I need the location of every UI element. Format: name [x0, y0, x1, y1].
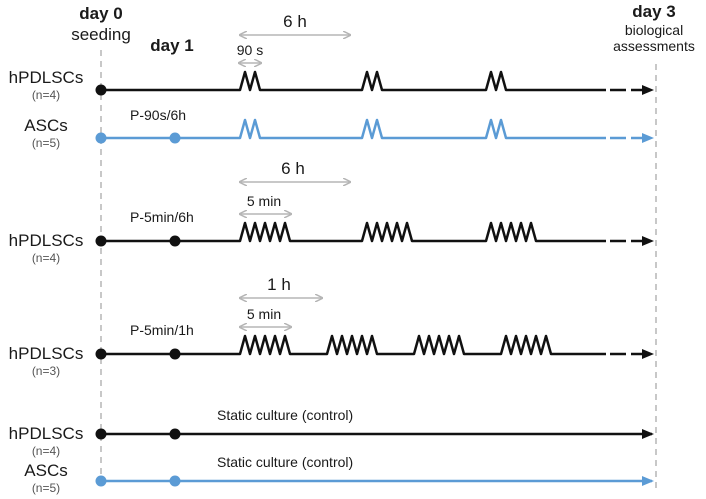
interval-label: 6 h	[283, 12, 307, 31]
sample-size-label: (n=5)	[32, 136, 60, 150]
interval-6h-row1: 6 h	[240, 12, 350, 35]
day0-point	[95, 348, 107, 360]
protocol-label: P-5min/6h	[130, 209, 194, 225]
day0-sublabel: seeding	[71, 25, 131, 44]
cell-type-label: ASCs	[24, 461, 67, 480]
protocol-label: P-5min/1h	[130, 322, 194, 338]
timeline-row-5: hPDLSCs (n=4) Static culture (control)	[9, 407, 654, 458]
interval-1h-row4: 1 h	[240, 275, 322, 298]
day1-point	[169, 428, 181, 440]
timeline-row-1: hPDLSCs (n=4)	[9, 68, 654, 102]
day0-point	[95, 132, 107, 144]
interval-5min-row3: 5 min	[240, 193, 291, 214]
cell-type-label: hPDLSCs	[9, 424, 84, 443]
timeline-row-3: hPDLSCs (n=4) P-5min/6h	[9, 209, 654, 265]
day3-label: day 3	[632, 2, 675, 21]
cell-type-label: ASCs	[24, 116, 67, 135]
sample-size-label: (n=4)	[32, 251, 60, 265]
timeline-line	[101, 118, 606, 140]
day0-point	[95, 235, 107, 247]
protocol-label: Static culture (control)	[217, 407, 353, 423]
timeline-line	[101, 334, 606, 356]
interval-6h-row3: 6 h	[240, 159, 350, 182]
day1-point	[169, 132, 181, 144]
interval-label: 5 min	[247, 193, 281, 209]
day1-point	[169, 235, 181, 247]
interval-label: 6 h	[281, 159, 305, 178]
timeline-row-2: ASCs (n=5) P-90s/6h	[24, 107, 654, 150]
timeline-row-6: ASCs (n=5) Static culture (control)	[24, 454, 654, 495]
interval-label: 1 h	[267, 275, 291, 294]
sample-size-label: (n=4)	[32, 444, 60, 458]
sample-size-label: (n=5)	[32, 481, 60, 495]
day1-point	[169, 348, 181, 360]
day3-sublabel-2: assessments	[613, 38, 695, 54]
interval-label: 5 min	[247, 306, 281, 322]
day0-label: day 0	[79, 4, 122, 23]
day1-point	[169, 475, 181, 487]
day0-point	[95, 84, 107, 96]
cell-type-label: hPDLSCs	[9, 344, 84, 363]
protocol-label: Static culture (control)	[217, 454, 353, 470]
interval-label: 90 s	[237, 42, 263, 58]
day3-sublabel-1: biological	[625, 22, 683, 38]
protocol-label: P-90s/6h	[130, 107, 186, 123]
sample-size-label: (n=4)	[32, 88, 60, 102]
cell-type-label: hPDLSCs	[9, 68, 84, 87]
cell-type-label: hPDLSCs	[9, 231, 84, 250]
timeline-line	[101, 221, 606, 243]
day1-label: day 1	[150, 36, 193, 55]
day0-point	[95, 428, 107, 440]
sample-size-label: (n=3)	[32, 364, 60, 378]
interval-5min-row4: 5 min	[240, 306, 291, 327]
timeline-row-4: hPDLSCs (n=3) P-5min/1h	[9, 322, 654, 378]
day0-point	[95, 475, 107, 487]
timeline-line	[101, 70, 606, 92]
interval-90s-row1: 90 s	[237, 42, 263, 63]
